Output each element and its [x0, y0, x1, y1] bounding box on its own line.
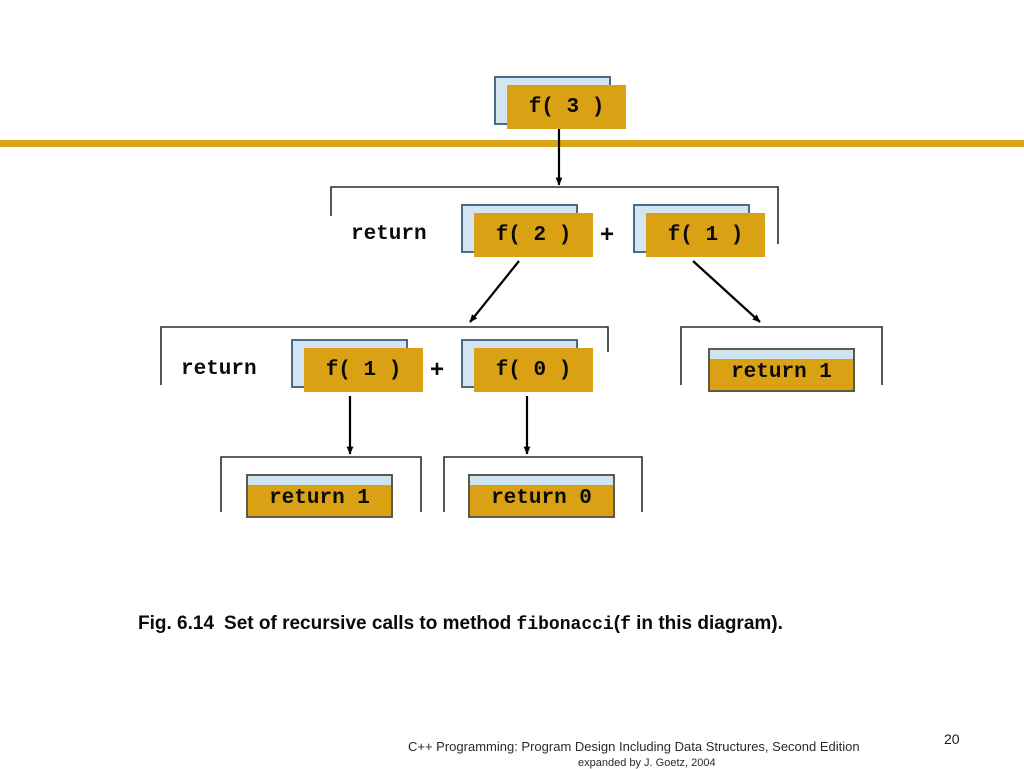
call-node-label: f( 0 ) [495, 358, 572, 382]
figure-caption: Fig. 6.14 Set of recursive calls to metho… [138, 613, 783, 635]
call-node-f1-right[interactable]: f( 1 ) [633, 204, 773, 260]
arrow-f1-to-level2right [692, 260, 761, 323]
caption-code-fibonacci: fibonacci [516, 615, 614, 635]
call-node-label: f( 1 ) [325, 358, 402, 382]
caption-text-middle: ( [613, 613, 621, 634]
call-node-label: f( 1 ) [667, 223, 744, 247]
call-node-f1-left[interactable]: f( 1 ) [291, 339, 431, 395]
leaf-node-return-0[interactable]: return 0 [468, 474, 615, 518]
footer-attribution: expanded by J. Goetz, 2004 [578, 757, 716, 769]
call-node-f2[interactable]: f( 2 ) [461, 204, 601, 260]
leaf-node-label: return 1 [269, 487, 370, 510]
plus-operator-level2: + [430, 356, 445, 383]
plus-operator-level1: + [600, 221, 615, 248]
gold-divider-rule [0, 140, 1024, 147]
call-node-f3[interactable]: f( 3 ) [494, 76, 634, 132]
call-node-frontplate: f( 3 ) [507, 85, 626, 129]
call-node-frontplate: f( 1 ) [646, 213, 765, 257]
leaf-node-return-1-right[interactable]: return 1 [708, 348, 855, 392]
call-node-f0[interactable]: f( 0 ) [461, 339, 601, 395]
call-node-frontplate: f( 0 ) [474, 348, 593, 392]
leaf-node-top-strip [470, 476, 613, 485]
page-number: 20 [944, 731, 960, 747]
caption-text-before: Set of recursive calls to method [224, 613, 512, 634]
caption-text-after: in this diagram). [636, 613, 783, 634]
call-node-label: f( 3 ) [528, 95, 605, 119]
call-node-frontplate: f( 1 ) [304, 348, 423, 392]
leaf-node-top-strip [710, 350, 853, 359]
return-keyword-level1: return [351, 223, 427, 246]
leaf-node-top-strip [248, 476, 391, 485]
return-keyword-level2: return [181, 358, 257, 381]
call-node-label: f( 2 ) [495, 223, 572, 247]
caption-code-f: f [620, 615, 631, 635]
footer-book-title: C++ Programming: Program Design Includin… [408, 739, 860, 754]
leaf-node-return-1-left[interactable]: return 1 [246, 474, 393, 518]
call-node-frontplate: f( 2 ) [474, 213, 593, 257]
figure-label: Fig. 6.14 [138, 613, 215, 634]
leaf-node-label: return 0 [491, 487, 592, 510]
arrow-f2-to-level2left [469, 260, 520, 323]
leaf-node-label: return 1 [731, 361, 832, 384]
